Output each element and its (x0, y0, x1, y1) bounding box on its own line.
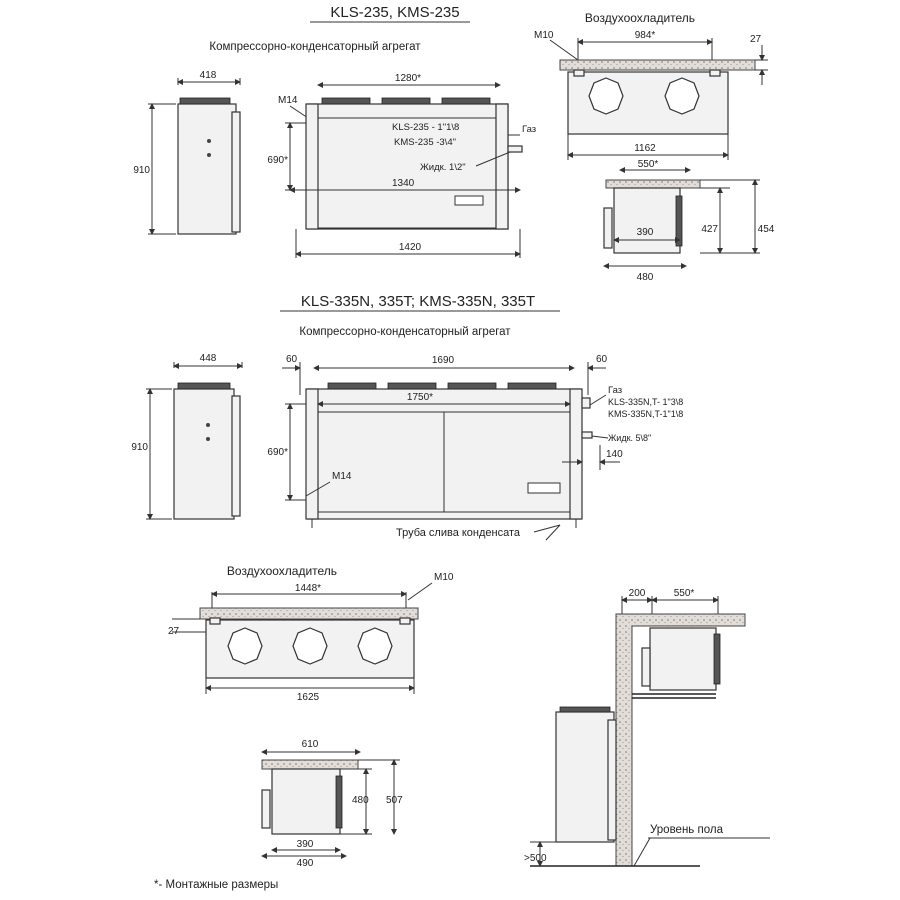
unit1-gas-kms: KMS-235 -3\4" (394, 137, 456, 148)
cooler1-length: 1162 (634, 143, 656, 154)
unit1-side-view: 418 910 (133, 70, 241, 235)
cooler1-side-depth: 480 (637, 272, 654, 283)
cooler1-side-mount: 550* (638, 159, 659, 170)
unit2-liquid: Жидк. 5\8" (608, 433, 651, 443)
cooler1-side-inner: 390 (637, 227, 654, 238)
section4: 200 550* >500 Уровень пола (524, 588, 770, 867)
install-floor-min: >500 (524, 853, 547, 864)
unit1-bolt: M14 (278, 95, 298, 106)
cooler2-side-h1: 480 (352, 795, 369, 806)
cooler1-mount: 984* (635, 30, 656, 41)
cooler2-side-h2: 507 (386, 795, 403, 806)
section1-cooler-label: Воздухоохладитель (585, 11, 695, 25)
unit2-right-offset: 60 (596, 354, 608, 365)
unit1-front-height: 690* (267, 155, 288, 166)
section1-title: KLS-235, KMS-235 (330, 4, 459, 21)
unit2-gas: Газ (608, 385, 622, 396)
cooler2-mount: 1448* (295, 583, 321, 594)
unit2-front-height: 690* (267, 447, 288, 458)
unit2-front-width-mid: 1750* (407, 392, 433, 403)
cooler1-side-h2: 454 (758, 224, 775, 235)
unit2-side-view: 448 910 (131, 353, 243, 520)
unit1-front-width-mid: 1340 (392, 178, 415, 189)
install-mount: 550* (674, 588, 695, 599)
cooler2-side-view: 610 480 507 390 490 (261, 739, 403, 869)
unit2-side-height: 910 (131, 442, 148, 453)
unit2-front-view: 60 1690 60 1750* 690* M14 (267, 354, 683, 541)
section2-unit-label: Компрессорно-конденсаторный агрегат (299, 326, 511, 338)
unit2-left-offset: 60 (286, 354, 298, 365)
unit1-front-width-top: 1280* (395, 73, 421, 84)
install-wall: 200 (629, 588, 646, 599)
unit1-gas-kls: KLS-235 - 1"1\8 (392, 122, 459, 133)
unit1-side-height: 910 (133, 165, 150, 176)
unit1-front-width-bottom: 1420 (399, 242, 422, 253)
cooler2-gap: 27 (168, 626, 180, 637)
section2: KLS-335N, 335T; KMS-335N, 335T Компрессо… (131, 293, 683, 541)
cooler2-length: 1625 (297, 692, 320, 703)
cooler2-bolt: M10 (434, 572, 454, 583)
footnote: *- Монтажные размеры (154, 879, 278, 891)
unit2-gas-kms: KMS-335N,T-1"1\8 (608, 409, 683, 419)
unit1-gas: Газ (522, 124, 536, 135)
cooler2-side-depth: 490 (297, 858, 314, 869)
unit2-drain-label: Труба слива конденсата (396, 527, 521, 539)
unit2-gas-kls: KLS-335N,T- 1"3\8 (608, 397, 683, 407)
unit2-front-width-top: 1690 (432, 355, 455, 366)
unit2-bolt: M14 (332, 471, 352, 482)
section1: KLS-235, KMS-235 Компрессорно-конденсато… (133, 4, 774, 283)
section2-title: KLS-335N, 335T; KMS-335N, 335T (301, 293, 535, 310)
unit1-side-width: 418 (200, 70, 217, 81)
section3: Воздухоохладитель M10 1448* 27 1625 610 (168, 564, 454, 869)
unit1-liquid: Жидк. 1\2" (420, 162, 466, 173)
cooler1-side-view: 550* 390 480 427 454 (603, 159, 775, 283)
cooler2-label: Воздухоохладитель (227, 564, 337, 578)
install-floor-label: Уровень пола (650, 824, 724, 836)
unit2-pipe-offset: 140 (606, 449, 623, 460)
unit2-side-width: 448 (200, 353, 217, 364)
cooler1-gap: 27 (750, 34, 762, 45)
cooler2-side-width: 610 (302, 739, 319, 750)
cooler2-side-inner: 390 (297, 839, 314, 850)
cooler1-front-view: M10 984* 27 1162 (534, 30, 768, 160)
cooler1-side-h1: 427 (701, 224, 718, 235)
section1-unit-label: Компрессорно-конденсаторный агрегат (209, 41, 421, 53)
cooler1-bolt: M10 (534, 30, 554, 41)
unit1-front-view: 1280* M14 KLS-235 - 1"1\8 KMS-235 -3\4" … (267, 73, 536, 258)
